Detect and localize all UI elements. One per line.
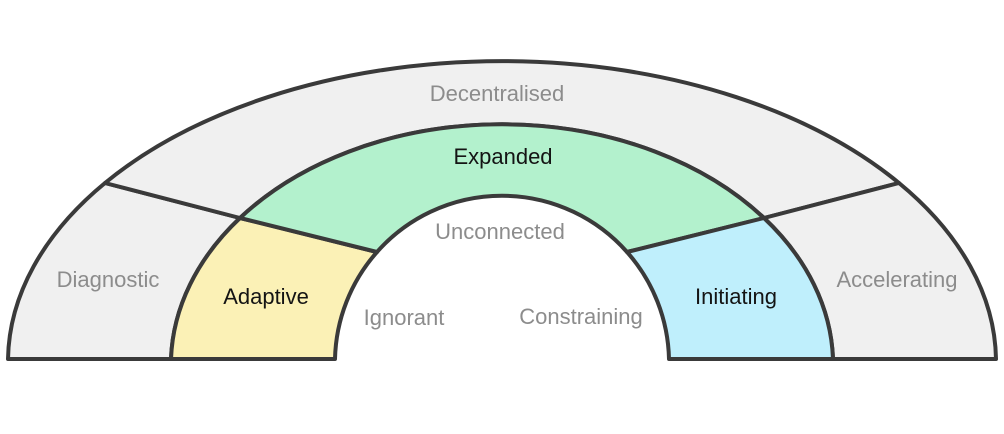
label-decentralised: Decentralised [430,81,565,106]
label-diagnostic: Diagnostic [57,267,160,292]
label-initiating: Initiating [695,284,777,309]
label-adaptive: Adaptive [223,284,309,309]
label-expanded: Expanded [453,144,552,169]
label-unconnected: Unconnected [435,219,565,244]
segment-initiating [625,216,835,361]
segment-expanded [238,122,766,254]
label-constraining: Constraining [519,304,643,329]
label-accelerating: Accelerating [836,267,957,292]
label-ignorant: Ignorant [364,305,445,330]
